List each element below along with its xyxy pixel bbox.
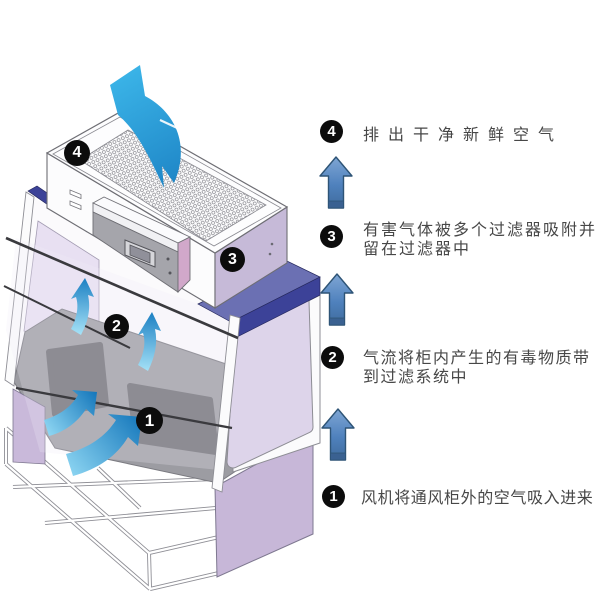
legend-line: 风机将通风柜外的空气吸入进来 <box>361 490 594 507</box>
legend-up-arrow-icon <box>320 273 354 326</box>
legend-line: 排出干净新鲜空气 <box>363 127 564 144</box>
legend-line: 有害气体被多个过滤器吸附并 <box>363 222 598 239</box>
cabinet-badge-4: 4 <box>64 140 90 166</box>
control-button <box>168 271 172 275</box>
cabinet-badge-2: 2 <box>104 314 129 339</box>
control-panel-right-cap <box>177 236 191 294</box>
legend-badge-3: 3 <box>320 225 343 248</box>
chamber-airflow-arrow-icon-2 <box>138 312 161 371</box>
screw-dot <box>270 242 274 246</box>
control-panel <box>92 196 192 294</box>
cabinet-badge-1: 1 <box>136 407 163 434</box>
legend-line: 到过滤系统中 <box>363 369 469 386</box>
legend-up-arrow-icon <box>319 156 353 209</box>
chamber-airflow-arrow-icon-1 <box>71 278 94 335</box>
left-post <box>4 191 35 387</box>
legend-text-1: 风机将通风柜外的空气吸入进来 <box>361 489 593 508</box>
vent-slot <box>69 189 82 200</box>
legend-line: 留在过滤器中 <box>363 241 472 258</box>
vent-slot <box>69 200 82 211</box>
legend-text-3: 有害气体被多个过滤器吸附并 留在过滤器中 <box>363 221 597 259</box>
legend-badge-4: 4 <box>320 120 343 143</box>
sash-right-stile <box>211 314 241 493</box>
filter-unit-top-inner-line <box>52 116 282 247</box>
legend-line: 气流将柜内产生的有毒物质带 <box>363 350 591 367</box>
legend-text-4: 排出干净新鲜空气 <box>363 126 563 145</box>
legend-up-arrow-icon <box>321 408 355 461</box>
cabinet-badge-3: 3 <box>220 247 245 272</box>
perforated-exhaust-grille <box>79 129 267 242</box>
sash-rails <box>3 236 239 430</box>
left-skirt-panel <box>12 388 46 465</box>
intake-swoosh-arrow-icon-2 <box>66 414 142 476</box>
control-button <box>166 257 170 261</box>
display-screen <box>129 244 151 264</box>
legend-text-2: 气流将柜内产生的有毒物质带 到过滤系统中 <box>363 349 591 387</box>
screw-dot <box>268 252 272 256</box>
legend-badge-1: 1 <box>322 485 345 508</box>
exhaust-swoosh-arrow-icon <box>110 65 189 188</box>
intake-swoosh-arrow-icon-1 <box>44 390 97 436</box>
legend-badge-2: 2 <box>321 346 344 369</box>
